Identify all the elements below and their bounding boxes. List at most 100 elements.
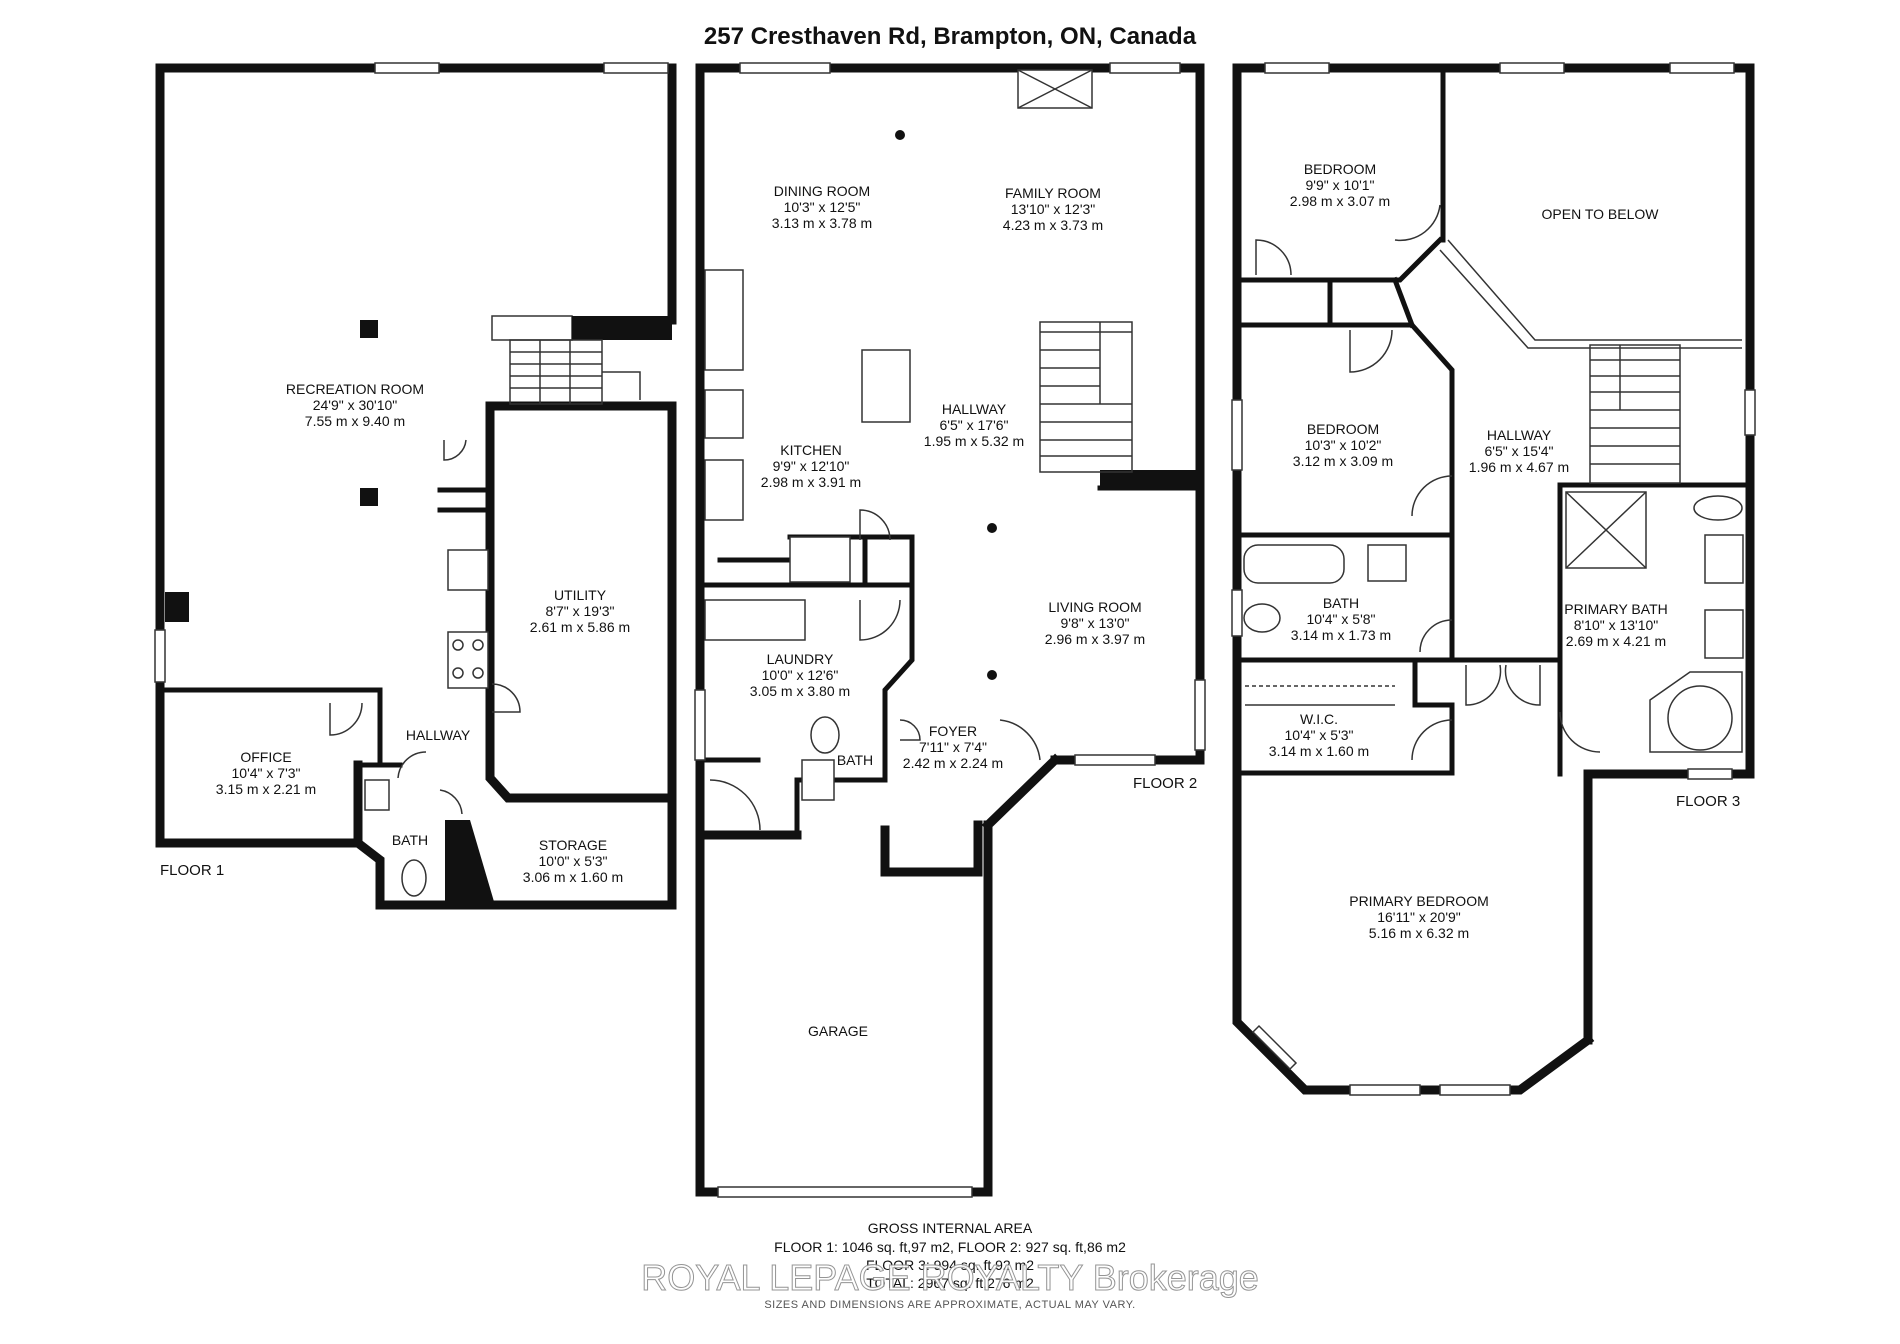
room-size-metric: 3.14 m x 1.73 m (1291, 627, 1391, 643)
bath-sink (1367, 544, 1407, 582)
room-size-imperial: 10'3" x 10'2" (1305, 437, 1382, 453)
toilet (401, 859, 427, 897)
area-summary: GROSS INTERNAL AREA FLOOR 1: 1046 sq. ft… (764, 1220, 1135, 1311)
room-size-imperial: 13'10" x 12'3" (1011, 201, 1096, 217)
room-size-metric: 1.95 m x 5.32 m (924, 433, 1024, 449)
room-size-metric: 5.16 m x 6.32 m (1369, 925, 1469, 941)
room-size-imperial: 6'5" x 17'6" (940, 417, 1009, 433)
door-swing (899, 719, 921, 741)
floor-3-wall (1232, 63, 1595, 1095)
open-to-below-railing (1447, 239, 1742, 341)
room-size-metric: 3.14 m x 1.60 m (1269, 743, 1369, 759)
toilet (1693, 495, 1743, 521)
room-name: BATH (392, 832, 428, 848)
room-size-imperial: 10'4" x 5'3" (1285, 727, 1354, 743)
room-size-metric: 3.13 m x 3.78 m (772, 215, 872, 231)
area-line-2: FLOOR 3: 994 sq. ft,92 m2 (866, 1257, 1034, 1273)
bath-sink (364, 779, 390, 811)
room-name: HALLWAY (1487, 427, 1552, 443)
room-name: BATH (1323, 595, 1359, 611)
svg-text:HALLWAY: HALLWAY (406, 727, 471, 743)
door-swing (491, 683, 521, 713)
fridge (789, 536, 851, 583)
room-name: BEDROOM (1307, 421, 1379, 437)
room-size-metric: 2.96 m x 3.97 m (1045, 631, 1145, 647)
kitchen-island (861, 349, 911, 423)
svg-text:BATH: BATH (392, 832, 428, 848)
room-name: DINING ROOM (774, 183, 870, 199)
room-size-imperial: 10'4" x 7'3" (232, 765, 301, 781)
room-size-imperial: 16'11" x 20'9" (1377, 909, 1461, 925)
floor-3-label: FLOOR 3 (1676, 793, 1740, 810)
room-name: BATH (837, 752, 873, 768)
door-swing (1465, 664, 1502, 706)
room-name: W.I.C. (1300, 711, 1338, 727)
room-size-imperial: 10'0" x 12'6" (762, 667, 839, 683)
room-size-imperial: 8'7" x 19'3" (546, 603, 615, 619)
laundry-machines (704, 599, 806, 641)
room-size-imperial: 7'11" x 7'4" (919, 739, 987, 755)
room-size-metric: 2.98 m x 3.91 m (761, 474, 861, 490)
room-size-imperial: 6'5" x 15'4" (1485, 443, 1554, 459)
room-size-metric: 2.42 m x 2.24 m (903, 755, 1003, 771)
door-swing (1419, 619, 1453, 653)
floor-2-beam (1100, 470, 1200, 488)
area-line-1: FLOOR 1: 1046 sq. ft,97 m2, FLOOR 2: 927… (774, 1239, 1126, 1255)
room-size-metric: 3.05 m x 3.80 m (750, 683, 850, 699)
room-name: UTILITY (554, 587, 607, 603)
kitchenette-sink (447, 549, 489, 591)
floor-3-wall (1391, 276, 1416, 329)
room-name: RECREATION ROOM (286, 381, 424, 397)
room-size-metric: 4.23 m x 3.73 m (1003, 217, 1103, 233)
floor-1-wall (157, 687, 383, 763)
floor-2-stairs (1039, 321, 1133, 473)
open-to-below-railing (1439, 249, 1742, 349)
plan-title: 257 Cresthaven Rd, Brampton, ON, Canada (704, 23, 1197, 50)
soaker-tub (1649, 671, 1743, 753)
vanity-sink (1704, 609, 1744, 659)
floor-1-wall (435, 793, 677, 910)
area-line-3: TOTAL: 2967 sq. ft,276 m2 (866, 1275, 1034, 1291)
room-size-imperial: 9'8" x 13'0" (1061, 615, 1130, 631)
floor-1-stairs (509, 339, 641, 405)
room-size-metric: 3.12 m x 3.09 m (1293, 453, 1393, 469)
brokerage-watermark: ROYAL LEPAGE ROYALTY Brokerage (641, 1257, 1259, 1298)
room-size-imperial: 24'9" x 30'10" (313, 397, 398, 413)
door-swing (397, 751, 427, 779)
floor-1-beam (572, 316, 672, 340)
door-swing (709, 779, 761, 831)
room-name: HALLWAY (406, 727, 471, 743)
column (360, 488, 378, 506)
floor-3-wall (1232, 63, 1755, 1045)
room-name: PRIMARY BATH (1564, 601, 1667, 617)
door-swing (999, 719, 1041, 761)
floor-3-stairs (1589, 344, 1681, 484)
door-swing (1394, 204, 1441, 242)
room-name: PRIMARY BEDROOM (1349, 893, 1489, 909)
floor-3-wall (1234, 322, 1455, 538)
column (360, 320, 378, 338)
door-swing (1411, 719, 1453, 761)
room-size-metric: 7.55 m x 9.40 m (305, 413, 405, 429)
area-heading: GROSS INTERNAL AREA (868, 1220, 1033, 1236)
door-swing (1559, 711, 1601, 753)
kitchen-sink (704, 389, 744, 439)
room-size-metric: 3.06 m x 1.60 m (523, 869, 623, 885)
room-size-imperial: 8'10" x 13'10" (1574, 617, 1659, 633)
door-swing (859, 509, 891, 541)
room-name: LAUNDRY (767, 651, 834, 667)
room-size-imperial: 10'4" x 5'8" (1307, 611, 1376, 627)
toilet (1243, 603, 1281, 633)
floor-3-wall (1234, 702, 1455, 776)
door-swing (329, 702, 363, 736)
